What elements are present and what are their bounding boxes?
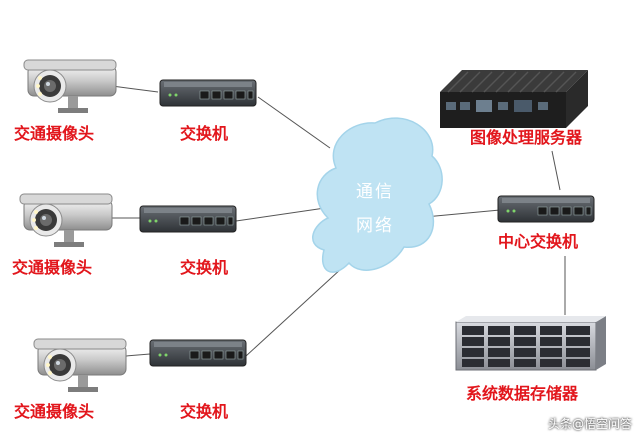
switch-1 xyxy=(159,79,257,107)
data-storage-server xyxy=(455,316,606,371)
cloud-label-line2: 网络 xyxy=(356,216,394,236)
server-label: 图像处理服务器 xyxy=(470,128,583,147)
storage-label: 系统数据存储器 xyxy=(466,384,579,403)
image-processing-server xyxy=(440,70,588,128)
traffic-camera-3 xyxy=(33,338,127,393)
switch-3 xyxy=(149,339,247,367)
network-cloud xyxy=(312,117,443,273)
camera-label-1: 交通摄像头 xyxy=(14,124,95,143)
switch-label-3: 交换机 xyxy=(180,402,229,421)
traffic-camera-2 xyxy=(19,193,113,248)
center-switch-label: 中心交换机 xyxy=(498,232,579,251)
switch-label-2: 交换机 xyxy=(180,258,229,277)
cloud-label-line1: 通信 xyxy=(356,182,394,202)
camera-label-3: 交通摄像头 xyxy=(14,402,95,421)
switch-2 xyxy=(139,205,237,233)
traffic-camera-1 xyxy=(23,59,117,114)
center-switch xyxy=(497,195,595,223)
switch-label-1: 交换机 xyxy=(180,124,229,143)
watermark: 头条@悟空问答 xyxy=(547,417,632,431)
camera-label-2: 交通摄像头 xyxy=(12,258,93,277)
